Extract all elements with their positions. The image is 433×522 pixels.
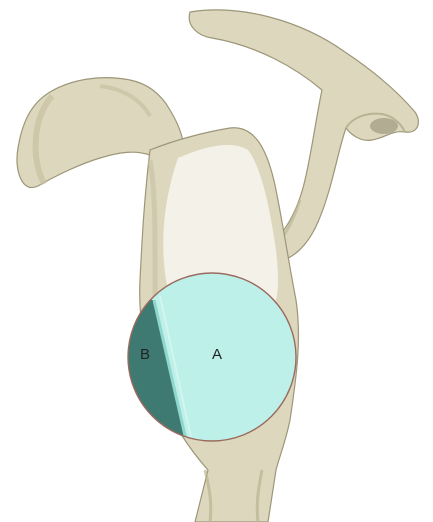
region-a-label: A [212,346,222,363]
region-b-label: B [140,346,150,363]
